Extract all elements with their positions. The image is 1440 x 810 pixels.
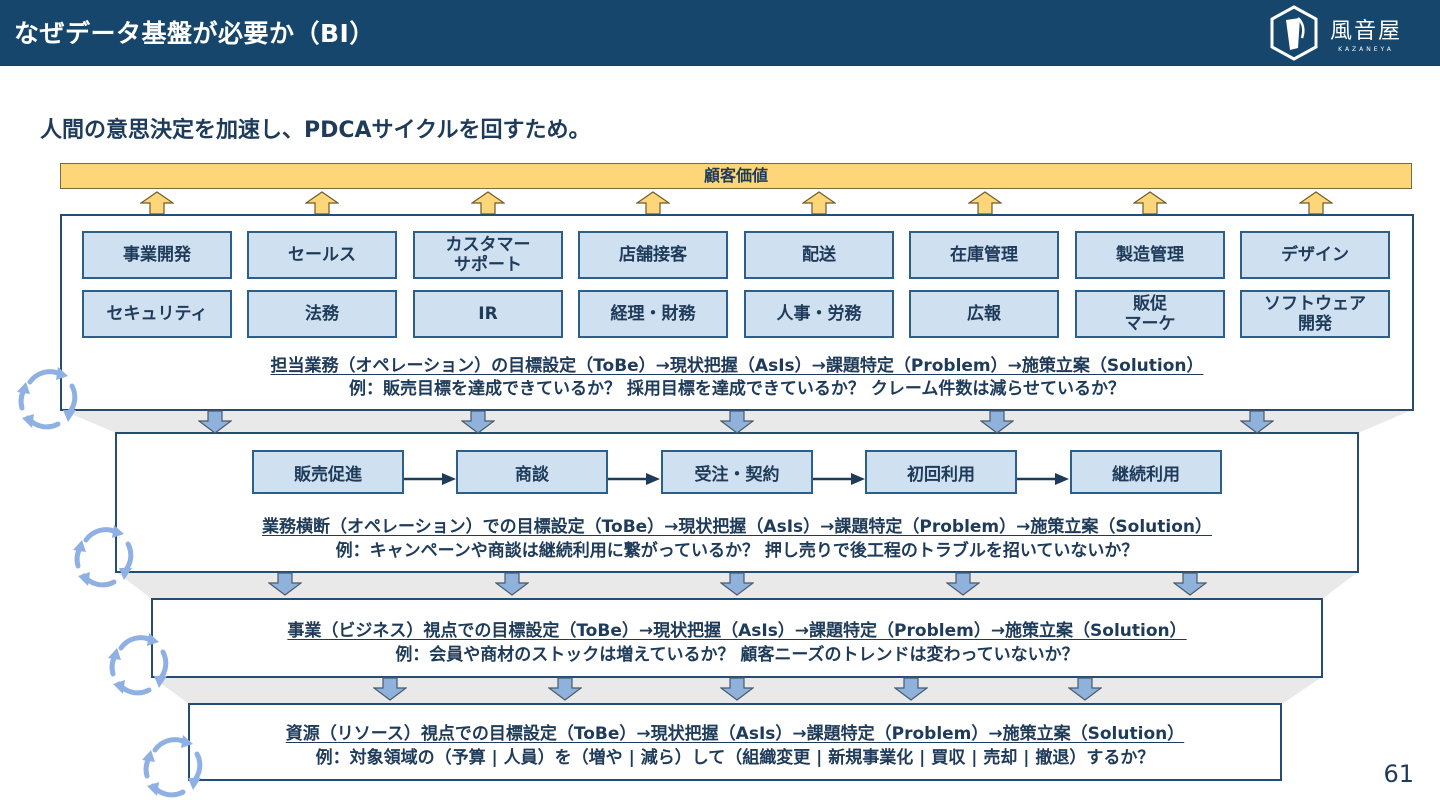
slide-subtitle: 人間の意思決定を加速し、PDCAサイクルを回すため。: [40, 118, 591, 143]
dept-box: 人事・労務: [744, 290, 894, 338]
dept-box: ソフトウェア 開発: [1240, 290, 1390, 338]
page-number: 61: [1383, 760, 1414, 788]
dept-box: 事業開発: [82, 231, 232, 279]
flow-arrow-icon: [404, 470, 456, 485]
down-arrow-icon: [494, 572, 530, 596]
down-arrow-icon: [547, 677, 583, 701]
up-arrow-icon: [1132, 191, 1168, 215]
down-arrow-icon: [945, 572, 981, 596]
flow-arrow-icon: [1017, 470, 1069, 485]
company-logo: 風音屋 KAZANEYA: [1268, 4, 1402, 62]
dept-box: 販促 マーケ: [1075, 290, 1225, 338]
down-arrow-icon: [1239, 410, 1275, 434]
dept-box: 店舗接客: [578, 231, 728, 279]
up-arrow-icon: [304, 191, 340, 215]
up-arrow-icon: [801, 191, 837, 215]
up-arrow-icon: [967, 191, 1003, 215]
level4-heading: 資源（リソース）視点での目標設定（ToBe）→現状把握（AsIs）→課題特定（P…: [285, 724, 1185, 744]
down-arrow-icon: [1067, 677, 1103, 701]
level3-example: 例：会員や商材のストックは増えているか？ 顧客ニーズのトレンドは変わっていないか…: [395, 645, 1079, 665]
dept-box: セールス: [247, 231, 397, 279]
cycle-arrows-icon: [70, 522, 138, 590]
header-bar: なぜデータ基盤が必要か（BI） 風音屋 KAZANEYA: [0, 0, 1440, 66]
up-arrow-icon: [470, 191, 506, 215]
dept-box: 配送: [744, 231, 894, 279]
up-arrow-icon: [1298, 191, 1334, 215]
cycle-arrows-icon: [105, 630, 173, 698]
down-arrow-icon: [1172, 572, 1208, 596]
level4-panel: 資源（リソース）視点での目標設定（ToBe）→現状把握（AsIs）→課題特定（P…: [188, 703, 1282, 781]
flow-arrow-icon: [813, 470, 865, 485]
dept-box: 広報: [909, 290, 1059, 338]
down-arrow-icon: [267, 572, 303, 596]
page-title: なぜデータ基盤が必要か（BI）: [14, 19, 375, 48]
down-arrow-icon: [979, 410, 1015, 434]
cycle-arrows-icon: [139, 732, 207, 800]
flow-step: 継続利用: [1070, 450, 1222, 494]
flow-arrow-icon: [608, 470, 660, 485]
customer-value-bar: 顧客価値: [60, 163, 1412, 189]
flow-step: 初回利用: [865, 450, 1017, 494]
dept-box: 法務: [247, 290, 397, 338]
dept-box: 在庫管理: [909, 231, 1059, 279]
down-arrow-icon: [719, 572, 755, 596]
dept-box: 経理・財務: [578, 290, 728, 338]
level2-example: 例：キャンペーンや商談は継続利用に繋がっているか？ 押し売りで後工程のトラブルを…: [335, 541, 1139, 561]
logo-name: 風音屋: [1329, 19, 1402, 44]
dept-box: IR: [413, 290, 563, 338]
level3-panel: 事業（ビジネス）視点での目標設定（ToBe）→現状把握（AsIs）→課題特定（P…: [151, 598, 1323, 678]
flow-step: 商談: [456, 450, 608, 494]
level4-example: 例：対象領域の（予算 | 人員）を（増や | 減ら）して（組織変更 | 新規事業…: [315, 748, 1155, 768]
level2-heading: 業務横断（オペレーション）での目標設定（ToBe）→現状把握（AsIs）→課題特…: [262, 517, 1212, 537]
dept-box: カスタマー サポート: [413, 231, 563, 279]
down-arrow-icon: [719, 410, 755, 434]
up-arrow-icon: [635, 191, 671, 215]
flow-step: 販売促進: [252, 450, 404, 494]
kazaneya-logo-icon: [1270, 5, 1318, 61]
up-arrow-icon: [139, 191, 175, 215]
down-arrow-icon: [893, 677, 929, 701]
level3-heading: 事業（ビジネス）視点での目標設定（ToBe）→現状把握（AsIs）→課題特定（P…: [287, 621, 1187, 641]
flow-step: 受注・契約: [661, 450, 813, 494]
cycle-arrows-icon: [14, 364, 82, 432]
down-arrow-icon: [460, 410, 496, 434]
level1-example: 例：販売目標を達成できているか？ 採用目標を達成できているか？ クレーム件数は減…: [349, 379, 1125, 399]
down-arrow-icon: [372, 677, 408, 701]
down-arrow-icon: [719, 677, 755, 701]
dept-box: セキュリティ: [82, 290, 232, 338]
dept-box: デザイン: [1240, 231, 1390, 279]
level1-heading: 担当業務（オペレーション）の目標設定（ToBe）→現状把握（AsIs）→課題特定…: [270, 356, 1204, 376]
dept-box: 製造管理: [1075, 231, 1225, 279]
down-arrow-icon: [197, 410, 233, 434]
logo-subtext: KAZANEYA: [1338, 46, 1394, 53]
